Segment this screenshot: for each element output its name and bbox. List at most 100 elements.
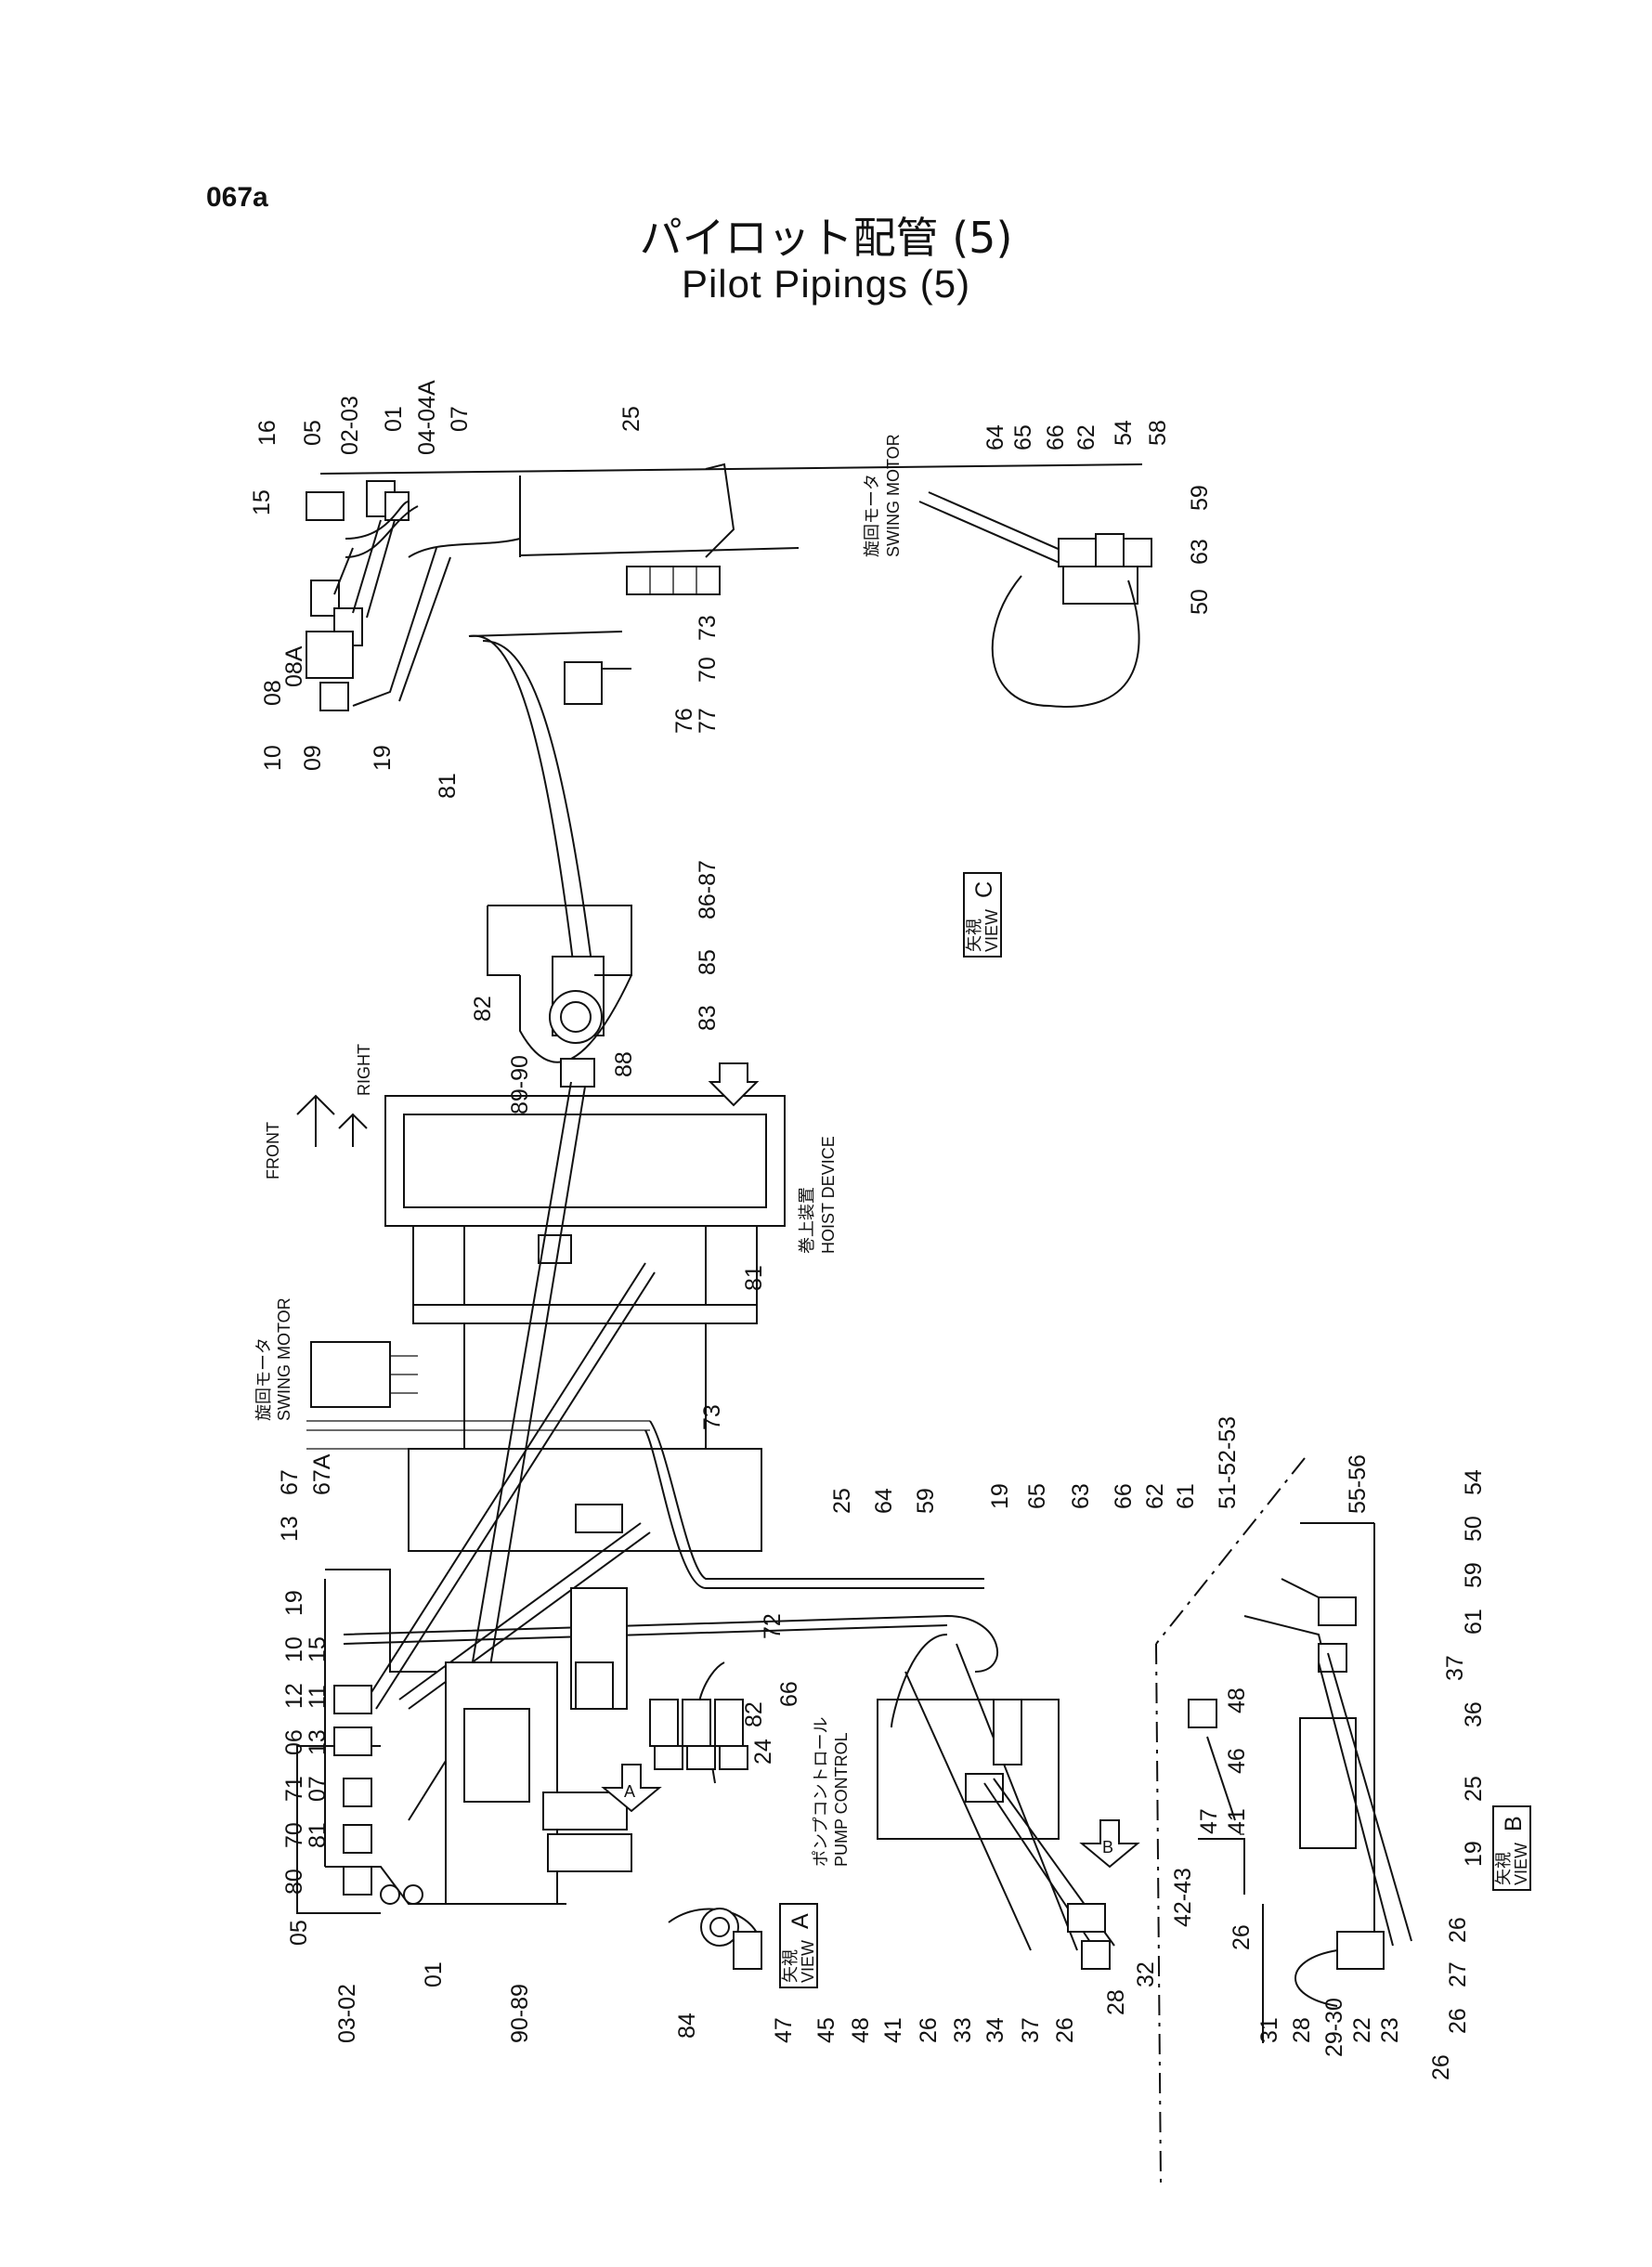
view-b-detail	[1188, 1522, 1412, 2043]
label-50-b: 50	[1461, 1516, 1487, 1542]
label-05-b: 05	[286, 1920, 312, 1946]
pump-control-box	[877, 1699, 1115, 1970]
title-english: Pilot Pipings (5)	[681, 262, 971, 306]
title-japanese: パイロット配管 (5)	[639, 213, 1013, 263]
label-85: 85	[695, 949, 721, 975]
label-29-30: 29-30	[1321, 1998, 1347, 2057]
label-70-top: 70	[695, 657, 721, 683]
frame-bottom-left	[296, 1569, 632, 1914]
label-54-c: 54	[1111, 420, 1137, 446]
view-marker-b-label: B	[1102, 1838, 1113, 1857]
label-23: 23	[1377, 2017, 1403, 2043]
connector-83-housing	[487, 905, 632, 1088]
hose-81-upper	[468, 631, 623, 985]
label-10: 10	[260, 745, 286, 771]
label-19-b: 19	[281, 1590, 307, 1616]
view-box-a: 矢視 VIEW A	[779, 1903, 818, 1988]
label-12: 12	[281, 1683, 307, 1709]
view-c-jp: 矢視	[965, 919, 983, 952]
label-34: 34	[982, 2017, 1008, 2043]
label-08a: 08A	[281, 645, 307, 687]
label-67a: 67A	[309, 1453, 335, 1495]
view-c-letter: C	[971, 881, 997, 898]
label-25-b: 25	[829, 1488, 855, 1514]
label-81-upper: 81	[435, 773, 461, 799]
label-89-90: 89-90	[507, 1055, 533, 1114]
label-06: 06	[281, 1729, 307, 1755]
front-label: FRONT	[264, 1122, 282, 1179]
label-32: 32	[1133, 1961, 1159, 1987]
valves-bottom-left	[333, 1685, 423, 1905]
label-10-b: 10	[281, 1636, 307, 1662]
label-73-mid: 73	[699, 1404, 725, 1430]
label-84: 84	[674, 2013, 700, 2039]
view-a-en: VIEW	[799, 1940, 817, 1983]
swing-motor-top-jp: 旋回モータ	[863, 474, 881, 557]
block-cluster-24	[649, 1699, 748, 1770]
label-42-43: 42-43	[1170, 1868, 1196, 1927]
pump-control-jp: ポンプコントロール	[812, 1717, 830, 1867]
label-13-b: 13	[305, 1729, 331, 1755]
label-82-top: 82	[470, 996, 496, 1022]
pump-control-en: PUMP CONTROL	[832, 1732, 851, 1867]
label-26-vb4: 26	[1229, 1924, 1255, 1950]
label-27: 27	[1445, 1961, 1471, 1987]
view-c-detail	[918, 491, 1152, 708]
label-77: 77	[695, 708, 721, 734]
view-b-jp: 矢視	[1494, 1852, 1513, 1885]
label-16: 16	[254, 420, 280, 446]
label-64-b: 64	[871, 1488, 897, 1514]
label-81-b: 81	[305, 1822, 331, 1848]
label-59-c: 59	[1187, 485, 1213, 511]
label-07: 07	[447, 406, 473, 432]
view-a-jp: 矢視	[781, 1949, 800, 1983]
view-c-en: VIEW	[982, 909, 1001, 952]
label-24: 24	[750, 1739, 776, 1765]
view-box-b: 矢視 VIEW B	[1492, 1805, 1531, 1891]
label-04-04a: 04-04A	[414, 380, 440, 455]
view-marker-c-arrow	[708, 1062, 760, 1107]
label-55-56: 55-56	[1345, 1454, 1371, 1514]
right-label: RIGHT	[355, 1044, 373, 1096]
label-88: 88	[611, 1051, 637, 1077]
label-41: 41	[880, 2017, 906, 2043]
label-01-b: 01	[421, 1961, 447, 1987]
swing-motor-top-en: SWING MOTOR	[884, 434, 903, 557]
label-26-vb1: 26	[1445, 1917, 1471, 1943]
direction-indicator	[296, 1094, 368, 1147]
label-25-top: 25	[618, 406, 644, 432]
label-71: 71	[281, 1776, 307, 1802]
label-64-c: 64	[982, 424, 1008, 450]
swing-motor-mid-en: SWING MOTOR	[275, 1297, 293, 1421]
view-a-letter: A	[787, 1913, 813, 1929]
label-83: 83	[695, 1005, 721, 1031]
label-25-vb: 25	[1461, 1776, 1487, 1802]
view-marker-b-arrow: B	[1079, 1819, 1140, 1869]
label-28-b: 28	[1103, 1989, 1129, 2015]
label-50-c: 50	[1187, 589, 1213, 615]
label-02-03: 02-03	[337, 396, 363, 455]
label-26-vb2: 26	[1445, 2008, 1471, 2034]
label-19-vb: 19	[1461, 1841, 1487, 1867]
label-63-b: 63	[1068, 1483, 1094, 1509]
label-26-b1: 26	[916, 2017, 942, 2043]
label-51-52-53: 51-52-53	[1215, 1416, 1241, 1509]
view-box-c: 矢視 VIEW C	[963, 872, 1002, 958]
label-41-vb: 41	[1224, 1808, 1250, 1834]
label-54-b: 54	[1461, 1469, 1487, 1495]
label-15: 15	[249, 489, 275, 515]
label-61-b: 61	[1173, 1483, 1199, 1509]
hoist-device-jp: 巻上装置	[798, 1187, 816, 1254]
page-id: 067a	[206, 182, 268, 213]
label-33: 33	[950, 2017, 976, 2043]
reel-84	[668, 1908, 762, 1970]
label-37-vb: 37	[1442, 1655, 1468, 1681]
label-47: 47	[771, 2017, 797, 2043]
label-26-b2: 26	[1052, 2017, 1078, 2043]
swing-motor-mid	[306, 1341, 650, 1431]
label-72: 72	[760, 1613, 786, 1639]
label-82-b: 82	[741, 1701, 767, 1727]
view-b-en: VIEW	[1512, 1843, 1530, 1885]
label-67: 67	[277, 1469, 303, 1495]
